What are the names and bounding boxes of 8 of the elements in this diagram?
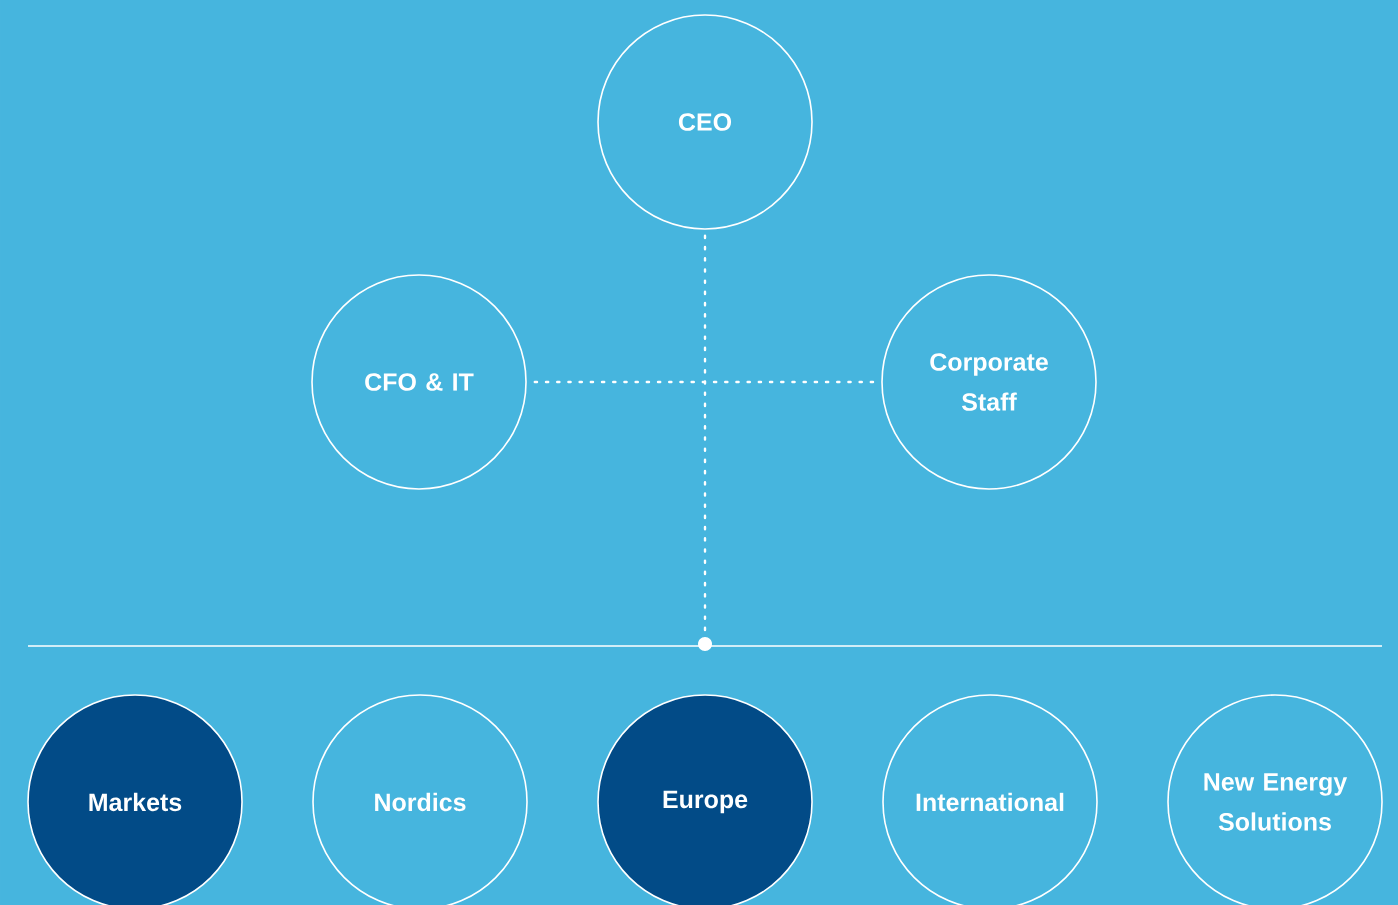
dotted-connector [698, 234, 712, 651]
circle-node: CFO & IT [311, 274, 527, 490]
divider-line [27, 645, 1383, 647]
dotted-connector [533, 380, 875, 384]
circle-node: Europe [597, 694, 813, 905]
circle-node: Markets [27, 694, 243, 905]
circle-node: CEO [597, 14, 813, 230]
circle-node: Corporate Staff [881, 274, 1097, 490]
